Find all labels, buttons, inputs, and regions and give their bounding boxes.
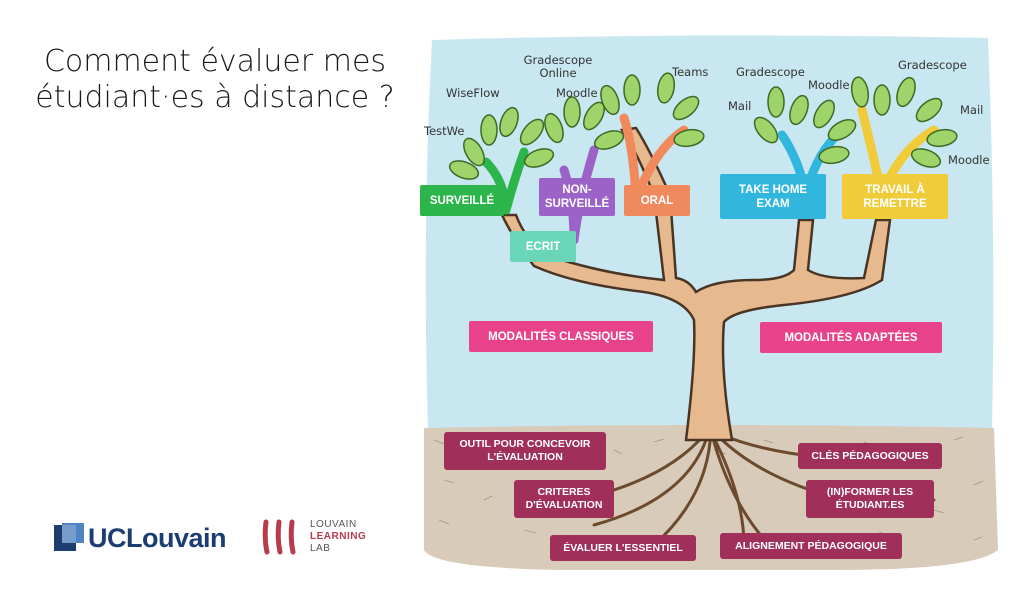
branch-tag-take-home-exam: TAKE HOME EXAM: [720, 174, 826, 219]
branch-tag-surveille: SURVEILLÉ: [420, 185, 504, 216]
branch-tag-oral: ORAL: [624, 185, 690, 216]
tool-label-mail: Mail: [728, 100, 751, 113]
uclouvain-logo: UCLouvain: [54, 522, 226, 554]
tool-label-teams: Teams: [672, 66, 708, 79]
lll-logo-text: LOUVAIN LEARNING LAB: [310, 519, 366, 555]
root-tag-criteres: CRITERES D'ÉVALUATION: [514, 480, 614, 518]
branch-tag-travail-a-remettre: TRAVAIL À REMETTRE: [842, 174, 948, 219]
lll-line3: LAB: [310, 543, 366, 555]
root-tag-outil: OUTIL POUR CONCEVOIR L'ÉVALUATION: [444, 432, 606, 470]
louvain-learning-lab-logo: LOUVAIN LEARNING LAB: [262, 518, 366, 556]
tool-label-gradescope: Gradescope: [898, 59, 967, 72]
tool-label-gradescope: Gradescope: [736, 66, 805, 79]
root-tag-evaluer-essentiel: ÉVALUER L'ESSENTIEL: [550, 535, 696, 561]
tool-label-moodle: Moodle: [556, 87, 598, 100]
category-tag-modalites-classiques: MODALITÉS CLASSIQUES: [469, 321, 653, 352]
tool-label-moodle: Moodle: [948, 154, 990, 167]
uclouvain-mark-icon: [54, 523, 84, 553]
tool-label-mail: Mail: [960, 104, 983, 117]
lll-line2: LEARNING: [310, 531, 366, 543]
branch-tag-non-surveille: NON-SURVEILLÉ: [539, 178, 615, 216]
root-tag-informer: (IN)FORMER LES ÉTUDIANT.ES: [806, 480, 934, 518]
page-title: Comment évaluer mes étudiant·es à distan…: [30, 44, 400, 116]
tool-label-wiseflow: WiseFlow: [446, 87, 500, 100]
tool-label-testwe: TestWe: [424, 125, 464, 138]
root-tag-cles-pedagogiques: CLÉS PÉDAGOGIQUES: [798, 443, 942, 469]
category-tag-modalites-adaptees: MODALITÉS ADAPTÉES: [760, 322, 942, 353]
branch-tag-ecrit: ECRIT: [510, 231, 576, 262]
tool-label-moodle: Moodle: [808, 79, 850, 92]
lll-bars-icon: [262, 518, 302, 556]
lll-line1: LOUVAIN: [310, 519, 366, 531]
root-tag-alignement: ALIGNEMENT PÉDAGOGIQUE: [720, 533, 902, 559]
tree-illustration: TestWe WiseFlow Gradescope Online Moodle…: [414, 30, 1000, 578]
uclouvain-logo-text: UCLouvain: [88, 523, 226, 554]
tool-label-gradescope-online: Gradescope Online: [522, 54, 594, 80]
